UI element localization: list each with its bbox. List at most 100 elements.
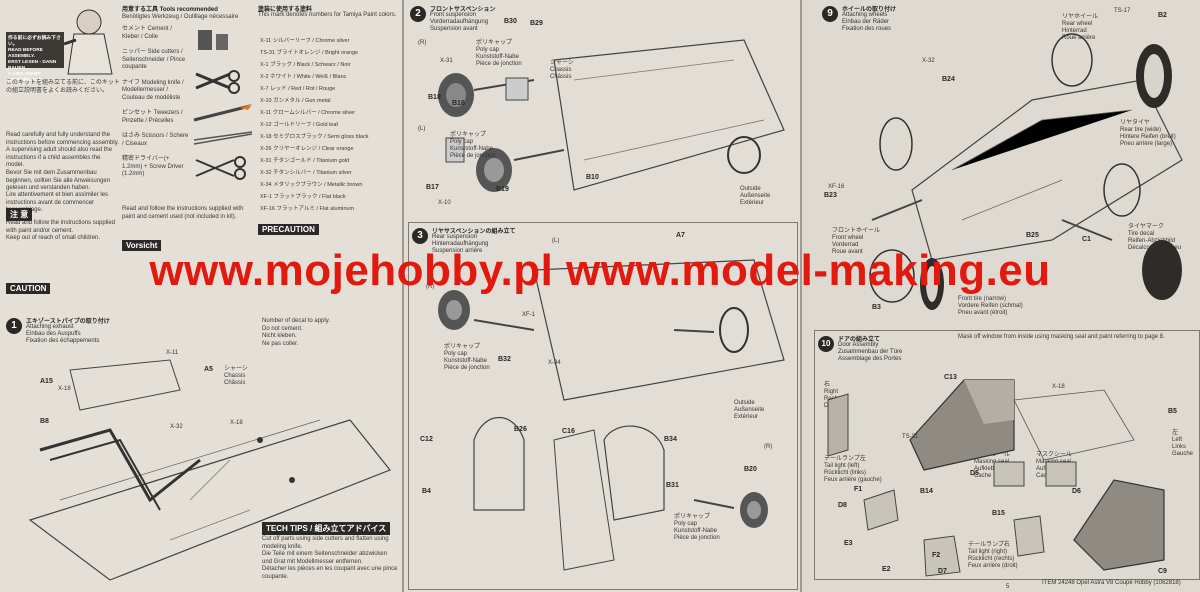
paint-row: X-32 チタンシルバー / Titanium silver (260, 170, 352, 176)
part-label: B32 (498, 356, 511, 363)
paint-code: X-31 (440, 58, 453, 64)
instruction-sheet-middle: 2 フロントサスペンション Front suspension Vorderrad… (404, 0, 800, 592)
step-10-number: 10 (818, 336, 834, 352)
part-label: C12 (420, 436, 433, 443)
part-label: C1 (1082, 236, 1091, 243)
part-label: B8 (40, 418, 49, 425)
paint-row: X-26 クリヤーオレンジ / Clear orange (260, 146, 354, 152)
part-label: B14 (920, 488, 933, 495)
rear-tire-label: リヤタイヤ Rear tire (wide) Hintere Reifen (b… (1120, 120, 1176, 147)
step-3-rear-suspension-diagram (438, 259, 785, 571)
step-1-subtitle: Attaching exhaust Einbau des Auspuffs Fi… (26, 324, 100, 344)
tools-read-note: Read and follow the instructions supplie… (122, 206, 244, 220)
read-before-badge: 作る前に必ずお読み下さい。 READ BEFORE ASSEMBLY. ERST… (8, 36, 61, 83)
part-label: B34 (664, 436, 677, 443)
paint-code: X-32 (170, 424, 183, 430)
part-label: C9 (1158, 568, 1167, 575)
intro-en-text: Read carefully and fully understand the … (6, 132, 119, 168)
mechanic-illustration (6, 9, 113, 75)
axis-label-r: (R) (426, 284, 435, 290)
paint-row: X-2 ホワイト / White / Weiß / Blanc (260, 74, 347, 80)
outside-label: Outside Außenseite Extérieur (734, 400, 765, 420)
part-label: A5 (204, 366, 213, 373)
part-label: E2 (882, 566, 891, 573)
paint-row: TS-31 ブライトオレンジ / Bright orange (260, 50, 359, 56)
instruction-sheet-right: 9 ホイールの取り付け Attaching wheels Einbau der … (802, 0, 1200, 592)
paint-row: X-11 クロームシルバー / Chrome silver (260, 110, 356, 116)
left-door-label: 左 Left Links Gauche (1172, 430, 1194, 457)
tools-list: セメント Cement / Kleber / Colle ニッパー Side c… (122, 26, 190, 179)
paints-title: 塗装に使用する塗料 (258, 7, 313, 13)
part-label: D8 (838, 502, 847, 509)
step-9-number: 9 (822, 6, 838, 22)
axis-label-r: (R) (418, 40, 427, 46)
vorsicht-title: Vorsicht (122, 240, 162, 251)
paint-code: X-32 (922, 58, 935, 64)
tool-item: はさみ Scissors / Schere / Ciseaux (122, 133, 189, 147)
step-2-front-suspension-diagram (438, 39, 785, 192)
part-label: B4 (422, 488, 431, 495)
instruction-sheet-left: 作る前に必ずお読み下さい。 READ BEFORE ASSEMBLY. ERST… (0, 0, 402, 592)
fold-line (402, 0, 404, 592)
tail-light-right-label: テールランプ右 Tail light (right) Rücklicht (re… (968, 542, 1018, 569)
axis-label-l: (L) (418, 126, 426, 132)
paint-code: TS-31 (902, 434, 919, 440)
step-3-number: 3 (412, 228, 428, 244)
tool-item: 精密ドライバー(+ 1.2mm) + Screw Driver (1.2mm) (122, 156, 184, 177)
paint-code: X-18 (1052, 384, 1065, 390)
paint-row: X-1 ブラック / Black / Schwarz / Noir (260, 62, 351, 68)
paint-row: XF-16 フラットアルミ / Flat aluminum (260, 206, 355, 212)
step-9-subtitle: Attaching wheels Einbau der Räder Fixati… (842, 12, 892, 32)
intro-jp-text: このキットを組み立てる前に、このキットの組立説明書をよくお読みください。 (6, 80, 120, 94)
paint-row: X-18 セミグロスブラック / Semi gloss black (260, 134, 369, 140)
part-label: D6 (1072, 488, 1081, 495)
poly-cap-label: ポリキャップ Poly cap Kunststoff-Nabe Pièce de… (444, 344, 490, 371)
part-label: B10 (586, 174, 599, 181)
front-tire-label: Front tire (narrow) Vordere Reifen (schm… (958, 296, 1023, 316)
poly-cap-label: ポリキャップ Poly cap Kunststoff-Nabe Pièce de… (450, 132, 496, 159)
paint-code: XF-16 (828, 184, 845, 190)
caution-text: Read and follow the instructions supplie… (6, 220, 116, 241)
tool-item: セメント Cement / Kleber / Colle (122, 26, 172, 40)
item-footer: ITEM 24248 Opel Astra V8 Coupé Hobby (10… (1042, 580, 1181, 586)
decal-note: Number of decal to apply. Do not cement.… (262, 318, 330, 347)
part-label: B23 (824, 192, 837, 199)
part-label: B30 (504, 18, 517, 25)
part-label: C13 (944, 374, 957, 381)
part-label: D7 (938, 568, 947, 575)
paint-row: XF-1 フラットブラック / Flat black (260, 194, 346, 200)
part-label: B16 (452, 100, 465, 107)
fold-line (800, 0, 802, 592)
part-label: B19 (496, 186, 509, 193)
step-10-door-diagram (827, 379, 1165, 577)
tools-subtitle: Benötigtes Werkzeug / Outillage nécessai… (122, 14, 239, 20)
tools-illustration (193, 30, 253, 180)
page-number: 5 (1006, 584, 1010, 590)
paint-code: X-34 (548, 360, 561, 366)
part-label: B29 (530, 20, 543, 27)
intro-de-text: Bevor Sie mit dem Zusammenbau beginnen, … (6, 170, 111, 191)
paint-row: X-10 ガンメタル / Gun metal (260, 98, 331, 104)
paint-row: X-12 ゴールドリーフ / Gold leaf (260, 122, 338, 128)
caution-jp-title: 注 意 (6, 208, 33, 221)
step-2-title: フロントサスペンション (430, 7, 496, 13)
paint-row: X-34 メタリックブラウン / Metallic brown (260, 182, 363, 188)
tool-item: ピンセット Tweezers / Pinzette / Précelles (122, 110, 183, 124)
step-1-exhaust-diagram (28, 359, 391, 581)
paint-code: X-18 (58, 386, 71, 392)
part-label: B5 (1168, 408, 1177, 415)
watermark: www.mojehobby.pl www.model-making.eu (149, 246, 1051, 295)
part-label: B2 (1158, 12, 1167, 19)
paint-code: X-10 (438, 200, 451, 206)
poly-cap-label: ポリキャップ Poly cap Kunststoff-Nabe Pièce de… (674, 514, 720, 541)
axis-label-r: (R) (764, 444, 773, 450)
part-label: B17 (426, 184, 439, 191)
tail-light-left-label: テールランプ左 Tail light (left) Rücklicht (lin… (824, 456, 882, 483)
part-label: C16 (562, 428, 575, 435)
step-2-number: 2 (410, 6, 426, 22)
part-label: E3 (844, 540, 853, 547)
paint-row: X-11 シルバーリーフ / Chrome silver (260, 38, 350, 44)
part-label: F2 (932, 552, 941, 559)
step-1-title: エキゾーストパイプの取り付け (26, 319, 110, 325)
part-label: B20 (744, 466, 757, 473)
